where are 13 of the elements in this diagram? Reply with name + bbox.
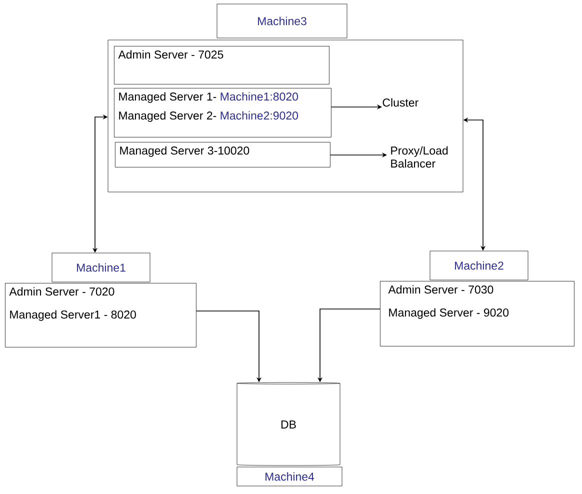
machine-label-box: Machine1	[52, 252, 150, 282]
server-box: Admin Server - 7025	[114, 46, 330, 84]
annotation-text: Proxy/Load Balancer	[391, 146, 448, 168]
database-cylinder: DB	[236, 382, 340, 466]
server-box: Managed Server 3-10020	[115, 142, 330, 168]
machine-box: Admin Server - 7020 Managed Server1 - 8020	[5, 283, 196, 348]
machine-box: Admin Server - 7030 Managed Server - 9020	[380, 281, 574, 346]
machine-label-box: Machine3	[216, 4, 348, 38]
machine-label-box: Machine4	[236, 466, 342, 486]
server-box: Managed Server 1- Machine1:8020 Managed Server 2- Machine2:9020	[114, 88, 332, 138]
machine-box	[108, 40, 464, 192]
annotation-text: Cluster	[382, 98, 418, 107]
machine-label-box: Machine2	[430, 250, 528, 280]
